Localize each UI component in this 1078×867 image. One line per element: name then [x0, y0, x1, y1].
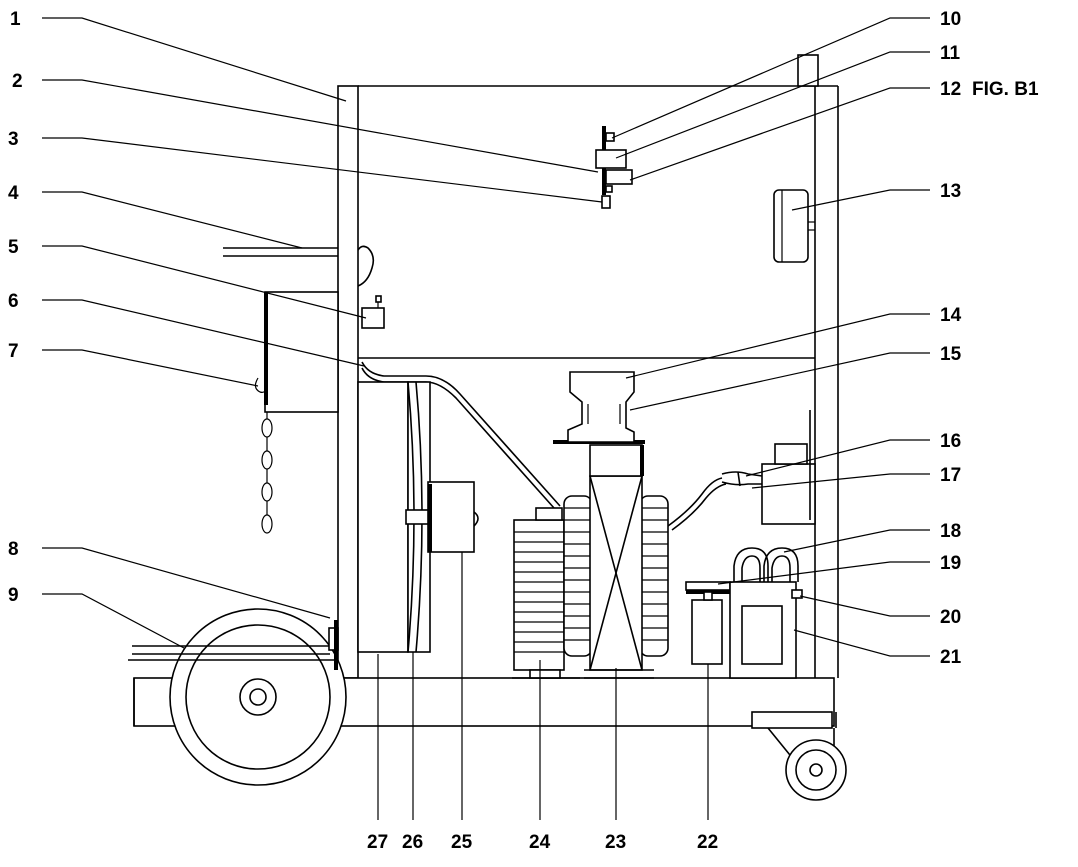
label-19: 19 — [940, 553, 961, 574]
label-20: 20 — [940, 607, 961, 628]
label-21: 21 — [940, 647, 962, 668]
label-8: 8 — [8, 539, 19, 560]
label-11: 11 — [940, 43, 961, 64]
label-2: 2 — [12, 71, 23, 92]
leader-lines — [42, 17, 930, 820]
label-6: 6 — [8, 291, 19, 312]
capacitor-assembly — [685, 547, 803, 679]
main-transformer — [553, 371, 727, 679]
label-12: 12 — [940, 79, 961, 100]
label-9: 9 — [8, 585, 19, 606]
label-18: 18 — [940, 521, 961, 542]
label-25: 25 — [451, 832, 473, 853]
rear-castor-wheel — [751, 711, 847, 801]
label-24: 24 — [529, 832, 551, 853]
label-15: 15 — [940, 344, 962, 365]
right-connector-box — [721, 410, 816, 525]
part-labels-left: 1 2 3 4 5 6 7 8 9 — [8, 9, 23, 606]
label-23: 23 — [605, 832, 626, 853]
label-4: 4 — [8, 183, 19, 204]
label-27: 27 — [367, 832, 388, 853]
label-1: 1 — [10, 9, 21, 30]
right-wall-component — [773, 189, 815, 263]
part-labels-bottom: 27 26 25 24 23 22 — [367, 832, 718, 853]
top-fitting-assembly — [595, 126, 633, 209]
figure-caption: FIG. B1 — [972, 79, 1039, 100]
label-5: 5 — [8, 237, 19, 258]
label-10: 10 — [940, 9, 961, 30]
part-labels-right: 10 11 12 FIG. B1 13 14 15 16 17 18 19 20… — [940, 9, 1039, 668]
front-shelf — [128, 620, 339, 670]
label-14: 14 — [940, 305, 962, 326]
front-wheel — [169, 608, 347, 786]
fan-assembly — [357, 381, 431, 653]
cabinet-frame — [133, 54, 839, 727]
label-22: 22 — [697, 832, 718, 853]
label-7: 7 — [8, 341, 19, 362]
label-26: 26 — [402, 832, 423, 853]
front-handle-assembly — [223, 245, 385, 534]
motor — [405, 481, 479, 553]
label-16: 16 — [940, 431, 961, 452]
finned-component-24 — [512, 507, 580, 679]
label-17: 17 — [940, 465, 961, 486]
label-3: 3 — [8, 129, 19, 150]
label-13: 13 — [940, 181, 961, 202]
